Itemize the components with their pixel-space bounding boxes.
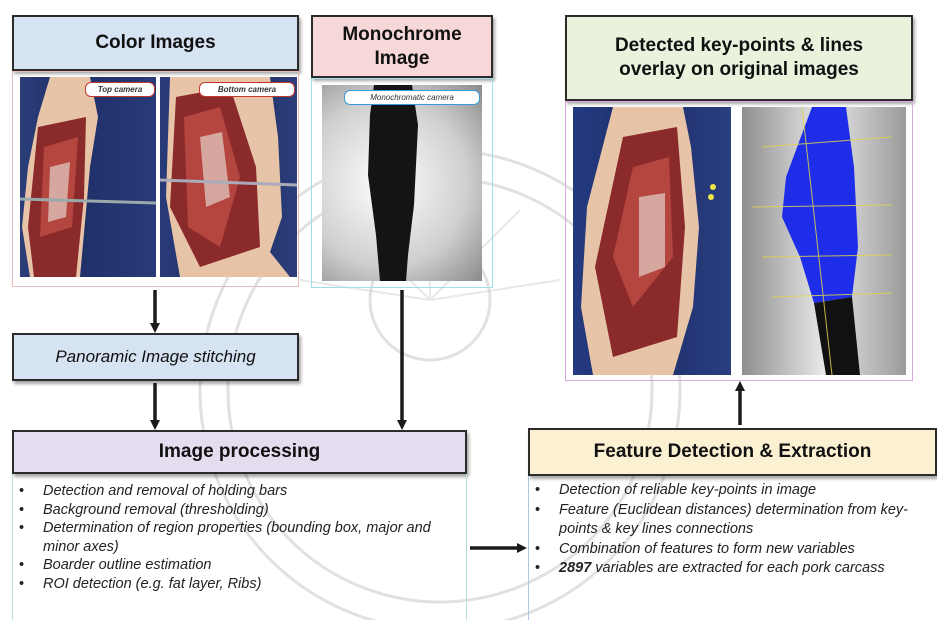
list-item: Detection and removal of holding bars	[13, 482, 466, 501]
list-item: Background removal (thresholding)	[13, 501, 466, 520]
variable-count-text: variables are extracted for each pork ca…	[591, 560, 884, 576]
list-item: 2897 variables are extracted for each po…	[529, 559, 937, 579]
list-item: Determination of region properties (boun…	[13, 519, 466, 556]
list-item: Detection of reliable key-points in imag…	[529, 481, 937, 501]
image-processing-list: Detection and removal of holding bars Ba…	[12, 474, 467, 620]
list-item: Boarder outline estimation	[13, 556, 466, 575]
feature-detection-list: Detection of reliable key-points in imag…	[528, 476, 937, 620]
list-item: ROI detection (e.g. fat layer, Ribs)	[13, 575, 466, 594]
list-item: Combination of features to form new vari…	[529, 540, 937, 560]
list-item: Feature (Euclidean distances) determinat…	[529, 501, 937, 540]
variable-count: 2897	[559, 560, 591, 576]
